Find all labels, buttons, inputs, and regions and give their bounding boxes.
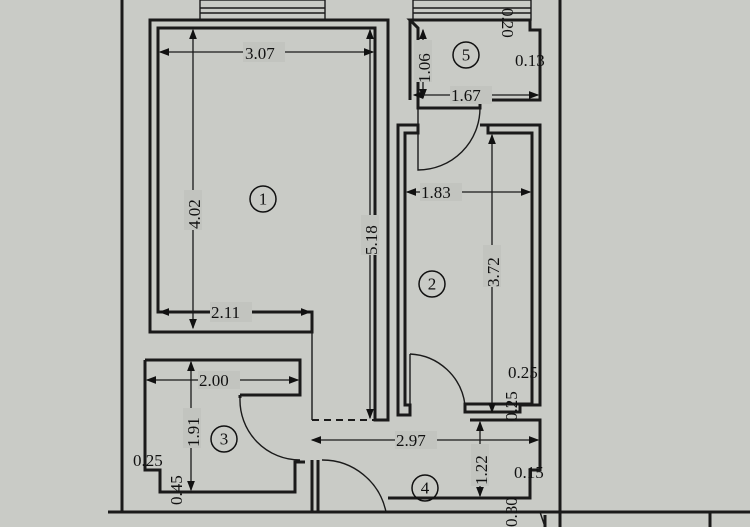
dim-room3-notch-b: 0.45 [167, 475, 186, 505]
dim-room5-offset-right: 0.13 [515, 51, 545, 70]
room-1-walls [148, 18, 390, 422]
room-2-walls [396, 123, 542, 417]
dim-room5-height: 1.06 [415, 53, 434, 83]
dim-room2-notch-a: 0.25 [508, 363, 538, 382]
dim-room1-height: 4.02 [185, 199, 204, 229]
svg-text:3: 3 [220, 430, 229, 449]
door-room2-arc [409, 353, 466, 406]
room-label-2: 2 [418, 270, 446, 298]
room-3-walls [143, 358, 305, 494]
dim-room4-notch-b: 0.30 [502, 497, 521, 527]
room-label-4: 4 [411, 474, 439, 502]
dim-room5-width: 1.67 [451, 86, 481, 105]
dimension-labels: 3.07 4.02 5.18 2.11 1.06 1.67 0.20 0.13 … [133, 8, 545, 527]
dim-room1-total-height: 5.18 [362, 225, 381, 255]
svg-text:2: 2 [428, 275, 437, 294]
dim-room2-width: 1.83 [421, 183, 451, 202]
room-4-walls [310, 418, 542, 512]
room-label-5: 5 [452, 41, 480, 69]
dim-room3-height: 1.91 [184, 417, 203, 447]
room-label-1: 1 [249, 185, 277, 213]
dim-room2-height: 3.72 [484, 257, 503, 287]
entrance-door-arc [321, 459, 387, 513]
door-room3-arc [239, 397, 301, 461]
dim-room3-width: 2.00 [199, 371, 229, 390]
dim-room5-offset-top: 0.20 [498, 8, 517, 38]
dim-room1-bottom-width: 2.11 [211, 303, 240, 322]
room-label-3: 3 [210, 425, 238, 453]
svg-text:1: 1 [259, 190, 268, 209]
svg-text:5: 5 [462, 46, 471, 65]
dim-room1-width: 3.07 [245, 44, 275, 63]
dim-room2-notch-b: 0.25 [502, 391, 521, 421]
svg-text:4: 4 [421, 479, 430, 498]
dim-room3-notch-a: 0.25 [133, 451, 163, 470]
outer-walls [108, 0, 750, 527]
dim-room4-width: 2.97 [396, 431, 426, 450]
balcony-room1 [199, 0, 326, 21]
dim-room4-notch-a: 0.15 [514, 463, 544, 482]
door-room5-arc [417, 107, 481, 171]
dim-room4-height: 1.22 [472, 455, 491, 485]
